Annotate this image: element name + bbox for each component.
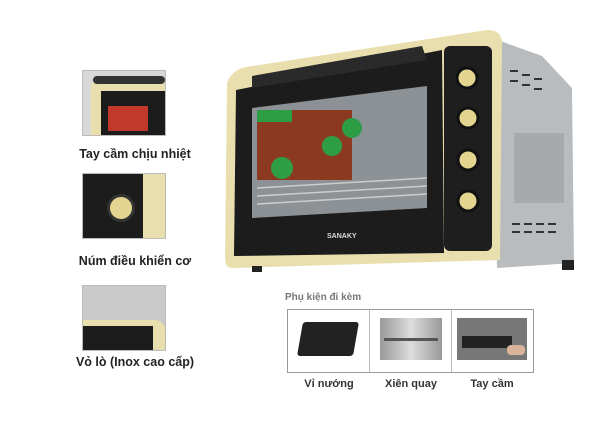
- baking-tray-image: [288, 310, 370, 372]
- knob-2: [456, 106, 480, 130]
- brand-logo: SANAKY: [327, 233, 357, 240]
- casing-thumbnail: [82, 285, 166, 351]
- rotisserie-image: [370, 310, 452, 372]
- knob-4: [456, 189, 480, 213]
- accessory-label-rotisserie: Xiên quay: [385, 378, 437, 390]
- accessories-title: Phụ kiện đi kèm: [285, 292, 362, 303]
- knob-3: [456, 148, 480, 172]
- accessories-panel: [287, 309, 534, 373]
- accessory-label-handle: Tay cầm: [470, 378, 514, 390]
- knob-thumbnail: [82, 173, 166, 239]
- oven-image: SANAKY: [225, 30, 574, 272]
- control-knobs: [455, 66, 480, 213]
- vent-slots: [510, 70, 556, 233]
- door-handle: [252, 46, 427, 88]
- feature-label-casing: Vỏ lò (Inox cao cấp): [75, 355, 195, 369]
- handle-thumbnail: [82, 70, 166, 136]
- knob-1: [455, 66, 479, 90]
- accessory-label-tray: Vỉ nướng: [304, 378, 354, 390]
- feature-label-handle: Tay cầm chịu nhiệt: [79, 147, 191, 161]
- side-window: [514, 133, 564, 203]
- feature-label-knob: Núm điều khiển cơ: [78, 254, 192, 268]
- handle-tool-image: [452, 310, 533, 372]
